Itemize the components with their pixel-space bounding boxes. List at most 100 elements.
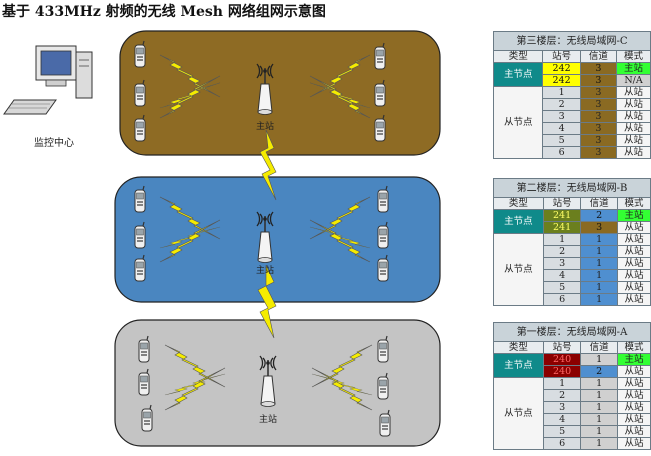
channel: 1: [580, 377, 618, 390]
station-label-b: 主站: [256, 264, 274, 276]
main-node-label: 主节点: [493, 209, 544, 234]
column-header: 类型: [493, 341, 544, 354]
mode: 主站: [616, 62, 651, 75]
sub-node-label: 从节点: [493, 377, 544, 450]
channel: 1: [580, 281, 618, 294]
column-header: 模式: [616, 197, 651, 210]
channel: 3: [579, 62, 618, 75]
channel: 2: [580, 209, 618, 222]
station-number: 5: [542, 425, 582, 438]
table-title: 第一楼层：无线局域网-A: [493, 322, 651, 342]
station-number: 3: [542, 110, 581, 123]
station-number: 1: [542, 233, 582, 246]
station-number: 241: [542, 209, 582, 222]
mode: 从站: [616, 281, 651, 294]
channel: 1: [580, 233, 618, 246]
column-header: 信道: [579, 50, 618, 63]
station-number: 240: [542, 365, 582, 378]
channel: 1: [580, 293, 618, 306]
mode: N/A: [616, 74, 651, 87]
station-number: 241: [542, 221, 582, 234]
link-bolt-c-b: [259, 129, 277, 201]
station-number: 6: [542, 146, 581, 159]
station-number: 4: [542, 122, 581, 135]
link-bolt-b-a: [257, 264, 277, 339]
station-number: 6: [542, 437, 582, 450]
monitor-center-label: 监控中心: [34, 138, 74, 149]
mode: 从站: [616, 122, 651, 135]
channel: 3: [579, 122, 618, 135]
mode: 从站: [616, 425, 651, 438]
channel: 1: [580, 269, 618, 282]
station-number: 2: [542, 245, 582, 258]
mode: 从站: [616, 98, 651, 111]
column-header: 模式: [616, 50, 651, 63]
mode: 主站: [616, 209, 651, 222]
mode: 从站: [616, 86, 651, 99]
table-title: 第三楼层：无线局域网-C: [493, 31, 651, 51]
column-header: 类型: [493, 197, 544, 210]
station-number: 5: [542, 281, 582, 294]
station-label-a: 主站: [259, 413, 277, 425]
channel: 3: [579, 110, 618, 123]
station-label-c: 主站: [256, 120, 274, 132]
column-header: 站号: [542, 50, 581, 63]
station-number: 2: [542, 389, 582, 402]
mode: 从站: [616, 221, 651, 234]
mode: 从站: [616, 269, 651, 282]
channel: 3: [579, 74, 618, 87]
monitor-center-icon: [3, 45, 93, 115]
station-number: 4: [542, 269, 582, 282]
station-number: 4: [542, 413, 582, 426]
mode: 从站: [616, 389, 651, 402]
channel: 3: [580, 221, 618, 234]
floor-a-panel: [114, 319, 441, 447]
channel: 3: [579, 134, 618, 147]
channel: 3: [579, 98, 618, 111]
mode: 从站: [616, 110, 651, 123]
column-header: 信道: [580, 341, 618, 354]
table-title: 第二楼层：无线局域网-B: [493, 178, 651, 198]
station-number: 6: [542, 293, 582, 306]
channel: 1: [580, 245, 618, 258]
floor-b-panel: [114, 176, 441, 303]
mode: 从站: [616, 413, 651, 426]
floor-c-panel: [119, 30, 441, 156]
channel: 1: [580, 401, 618, 414]
sub-node-label: 从节点: [493, 233, 544, 306]
station-number: 240: [542, 353, 582, 366]
channel: 1: [580, 353, 618, 366]
page-title: 基于 433MHz 射频的无线 Mesh 网络组网示意图: [2, 4, 326, 20]
channel: 3: [579, 146, 618, 159]
column-header: 模式: [616, 341, 651, 354]
channel: 1: [580, 389, 618, 402]
main-node-label: 主节点: [492, 62, 544, 87]
station-number: 3: [542, 401, 582, 414]
channel: 2: [580, 365, 618, 378]
mode: 从站: [616, 401, 651, 414]
channel: 1: [580, 257, 618, 270]
station-number: 2: [542, 98, 581, 111]
